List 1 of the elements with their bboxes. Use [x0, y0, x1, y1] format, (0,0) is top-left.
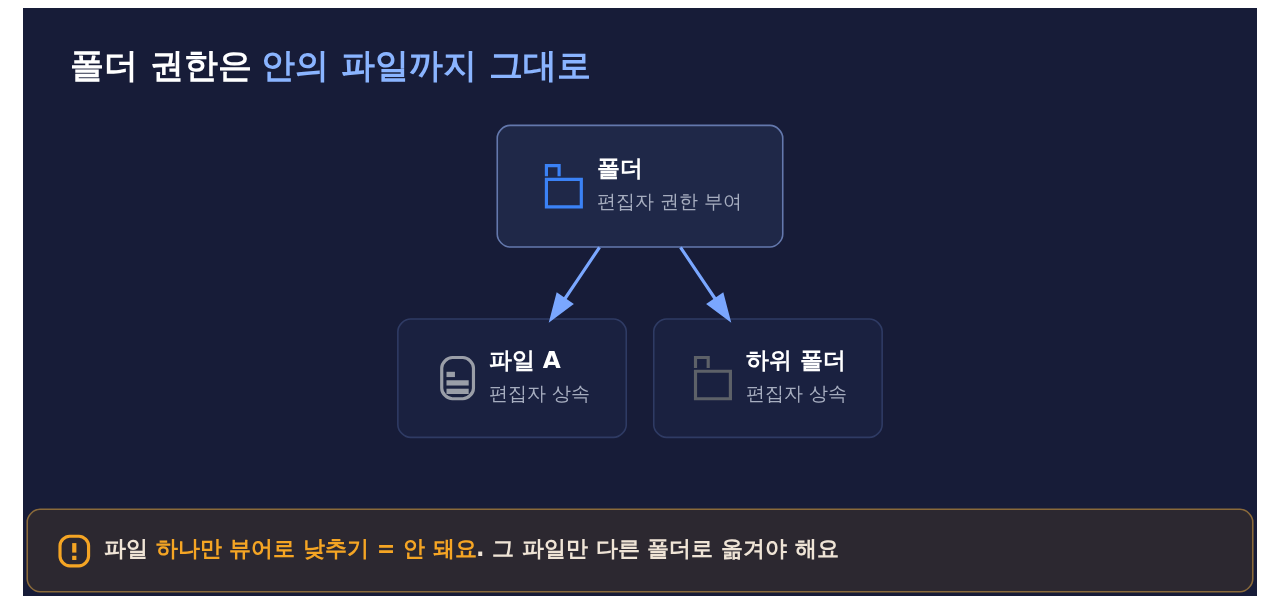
diagram-title: 폴더 권한은 안의 파일까지 그대로: [70, 45, 592, 85]
